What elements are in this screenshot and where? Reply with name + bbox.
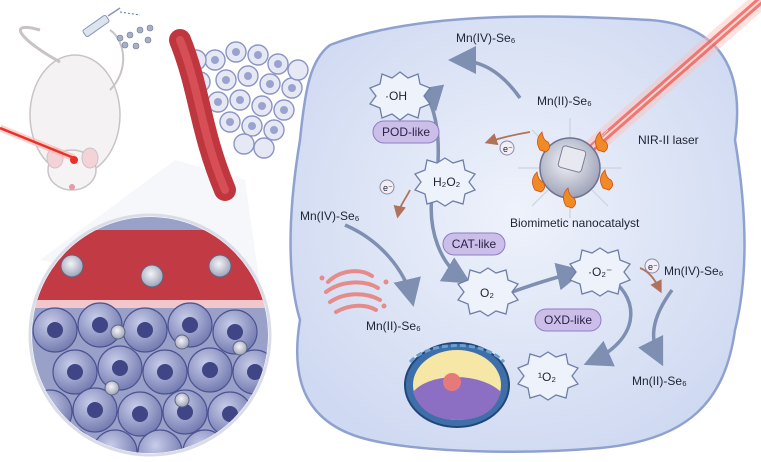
arrow-electron-right <box>639 267 662 294</box>
electron-arrows <box>393 131 662 294</box>
vessel-nanoparticles <box>60 254 232 288</box>
o2-burst <box>456 267 520 317</box>
h2o2-burst <box>413 157 477 207</box>
label-mn2-right: Mn(II)-Se₆ <box>632 374 687 388</box>
syringe-icon <box>82 7 141 38</box>
arrow-mn2-to-mn4 <box>448 46 522 100</box>
label-pod: POD-like <box>382 125 430 139</box>
label-mn2-top: Mn(II)-Se₆ <box>537 94 592 108</box>
label-nir-laser: NIR-II laser <box>638 133 699 147</box>
label-h2o2: H₂O₂ <box>433 175 461 189</box>
tumor-cluster <box>185 41 309 159</box>
golgi-illustration <box>324 269 382 314</box>
electron-badge-right <box>644 258 660 274</box>
pathway-arrows <box>344 46 674 367</box>
zoom-circle <box>28 213 272 457</box>
label-mn4-top: Mn(IV)-Se₆ <box>456 31 516 45</box>
electron-badge-top <box>499 140 515 156</box>
electron-badge-left <box>379 179 395 195</box>
arrow-electron-top <box>484 131 531 146</box>
laser-beam-left <box>0 124 78 164</box>
label-electron-left: e⁻ <box>383 183 393 193</box>
nucleus-illustration <box>404 342 510 428</box>
mouse-illustration <box>18 25 125 191</box>
label-nanocatalyst: Biomimetic nanocatalyst <box>510 216 640 230</box>
arrow-electron-left <box>393 189 411 219</box>
superoxide-burst <box>568 247 632 297</box>
label-electron-right: e⁻ <box>648 262 658 272</box>
tumor-nuclei <box>42 317 263 422</box>
label-singlet-oxygen: ¹O₂ <box>538 370 556 384</box>
arrow-h2o2-to-o2 <box>429 194 471 284</box>
cat-pill <box>442 232 506 256</box>
biomimetic-nanocatalyst <box>518 118 622 218</box>
nir-laser-beam <box>586 0 761 155</box>
arrow-mn4-to-mn2-right <box>638 288 674 367</box>
nanoparticle-dots <box>116 24 154 50</box>
pod-pill <box>372 120 440 144</box>
label-o2: O₂ <box>480 286 494 300</box>
singlet-oxygen-burst <box>516 351 580 401</box>
label-oh: ·OH <box>385 89 407 103</box>
label-oxd: OXD-like <box>544 313 592 327</box>
label-superoxide: ·O₂⁻ <box>588 265 612 279</box>
arrow-mn4-to-mn2-left <box>344 223 421 307</box>
arrow-superoxide-to-singlet <box>583 278 633 367</box>
label-electron-top: e⁻ <box>503 144 513 154</box>
label-mn2-left: Mn(II)-Se₆ <box>366 319 421 333</box>
label-mn4-left: Mn(IV)-Se₆ <box>300 209 360 223</box>
oh-burst <box>368 71 432 121</box>
tumor-nanoparticles <box>104 324 248 408</box>
arrow-o2-to-superoxide <box>511 262 585 294</box>
flame-icons <box>532 131 613 209</box>
oxd-pill <box>534 308 602 332</box>
label-cat: CAT-like <box>452 237 497 251</box>
label-mn4-right: Mn(IV)-Se₆ <box>664 264 724 278</box>
